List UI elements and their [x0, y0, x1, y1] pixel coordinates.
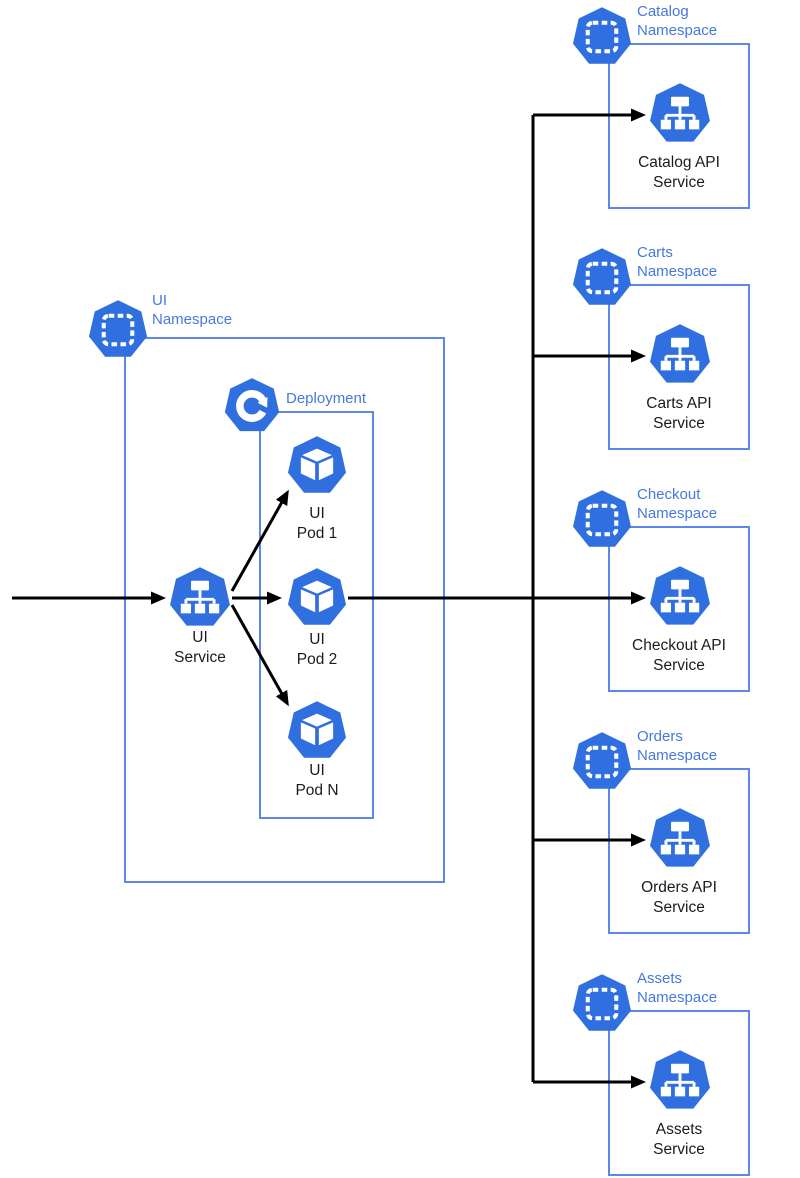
service-icon [648, 807, 712, 871]
arrow-service-to-pod1 [230, 489, 289, 592]
pod-icon [286, 700, 348, 762]
checkout-namespace-block: Checkout Namespace Checkout API Service [571, 485, 752, 695]
checkout-service-label: Checkout API Service [632, 637, 726, 674]
catalog-namespace-label: Catalog Namespace [637, 3, 718, 39]
catalog-namespace-box [608, 43, 750, 209]
carts-namespace-block: Carts Namespace Carts API Service [571, 243, 752, 453]
pod-icon [286, 435, 348, 497]
orders-namespace-label: Orders Namespace [637, 728, 718, 764]
ui-namespace-label: UI Namespace [152, 292, 233, 328]
assets-namespace-box [608, 1010, 750, 1176]
pod-icon [286, 567, 348, 629]
ui-namespace-box [124, 337, 445, 883]
service-icon [168, 566, 232, 630]
carts-namespace-box [608, 284, 750, 450]
namespace-icon [571, 731, 633, 793]
orders-service-label: Orders API Service [641, 879, 717, 916]
namespace-icon [571, 489, 633, 551]
namespace-icon [571, 247, 633, 309]
orders-namespace-box [608, 768, 750, 934]
service-icon [648, 565, 712, 629]
assets-namespace-label: Assets Namespace [637, 970, 718, 1006]
checkout-namespace-box [608, 526, 750, 692]
catalog-service-label: Catalog API Service [638, 154, 720, 191]
ui-service-label: UI Service [174, 629, 226, 666]
service-icon [648, 1049, 712, 1113]
namespace-icon [87, 299, 149, 361]
carts-namespace-label: Carts Namespace [637, 244, 718, 280]
namespace-icon [571, 973, 633, 1035]
orders-namespace-block: Orders Namespace Orders API Service [571, 727, 752, 937]
namespace-icon [571, 6, 633, 68]
arrow-service-to-podN [230, 604, 289, 707]
deployment-icon [223, 377, 281, 435]
deployment-box [259, 411, 374, 819]
ui-pod1-label: UI Pod 1 [296, 505, 338, 542]
ui-pod2-label: UI Pod 2 [296, 631, 338, 668]
checkout-namespace-label: Checkout Namespace [637, 486, 718, 522]
service-icon [648, 323, 712, 387]
ui-podN-label: UI Pod N [295, 762, 339, 799]
assets-namespace-block: Assets Namespace Assets Service [571, 969, 752, 1178]
deployment-label: Deployment [286, 390, 367, 407]
carts-service-label: Carts API Service [646, 395, 712, 432]
assets-service-label: Assets Service [653, 1121, 705, 1158]
service-icon [648, 82, 712, 146]
catalog-namespace-block: Catalog Namespace Catalog API Service [571, 2, 752, 212]
